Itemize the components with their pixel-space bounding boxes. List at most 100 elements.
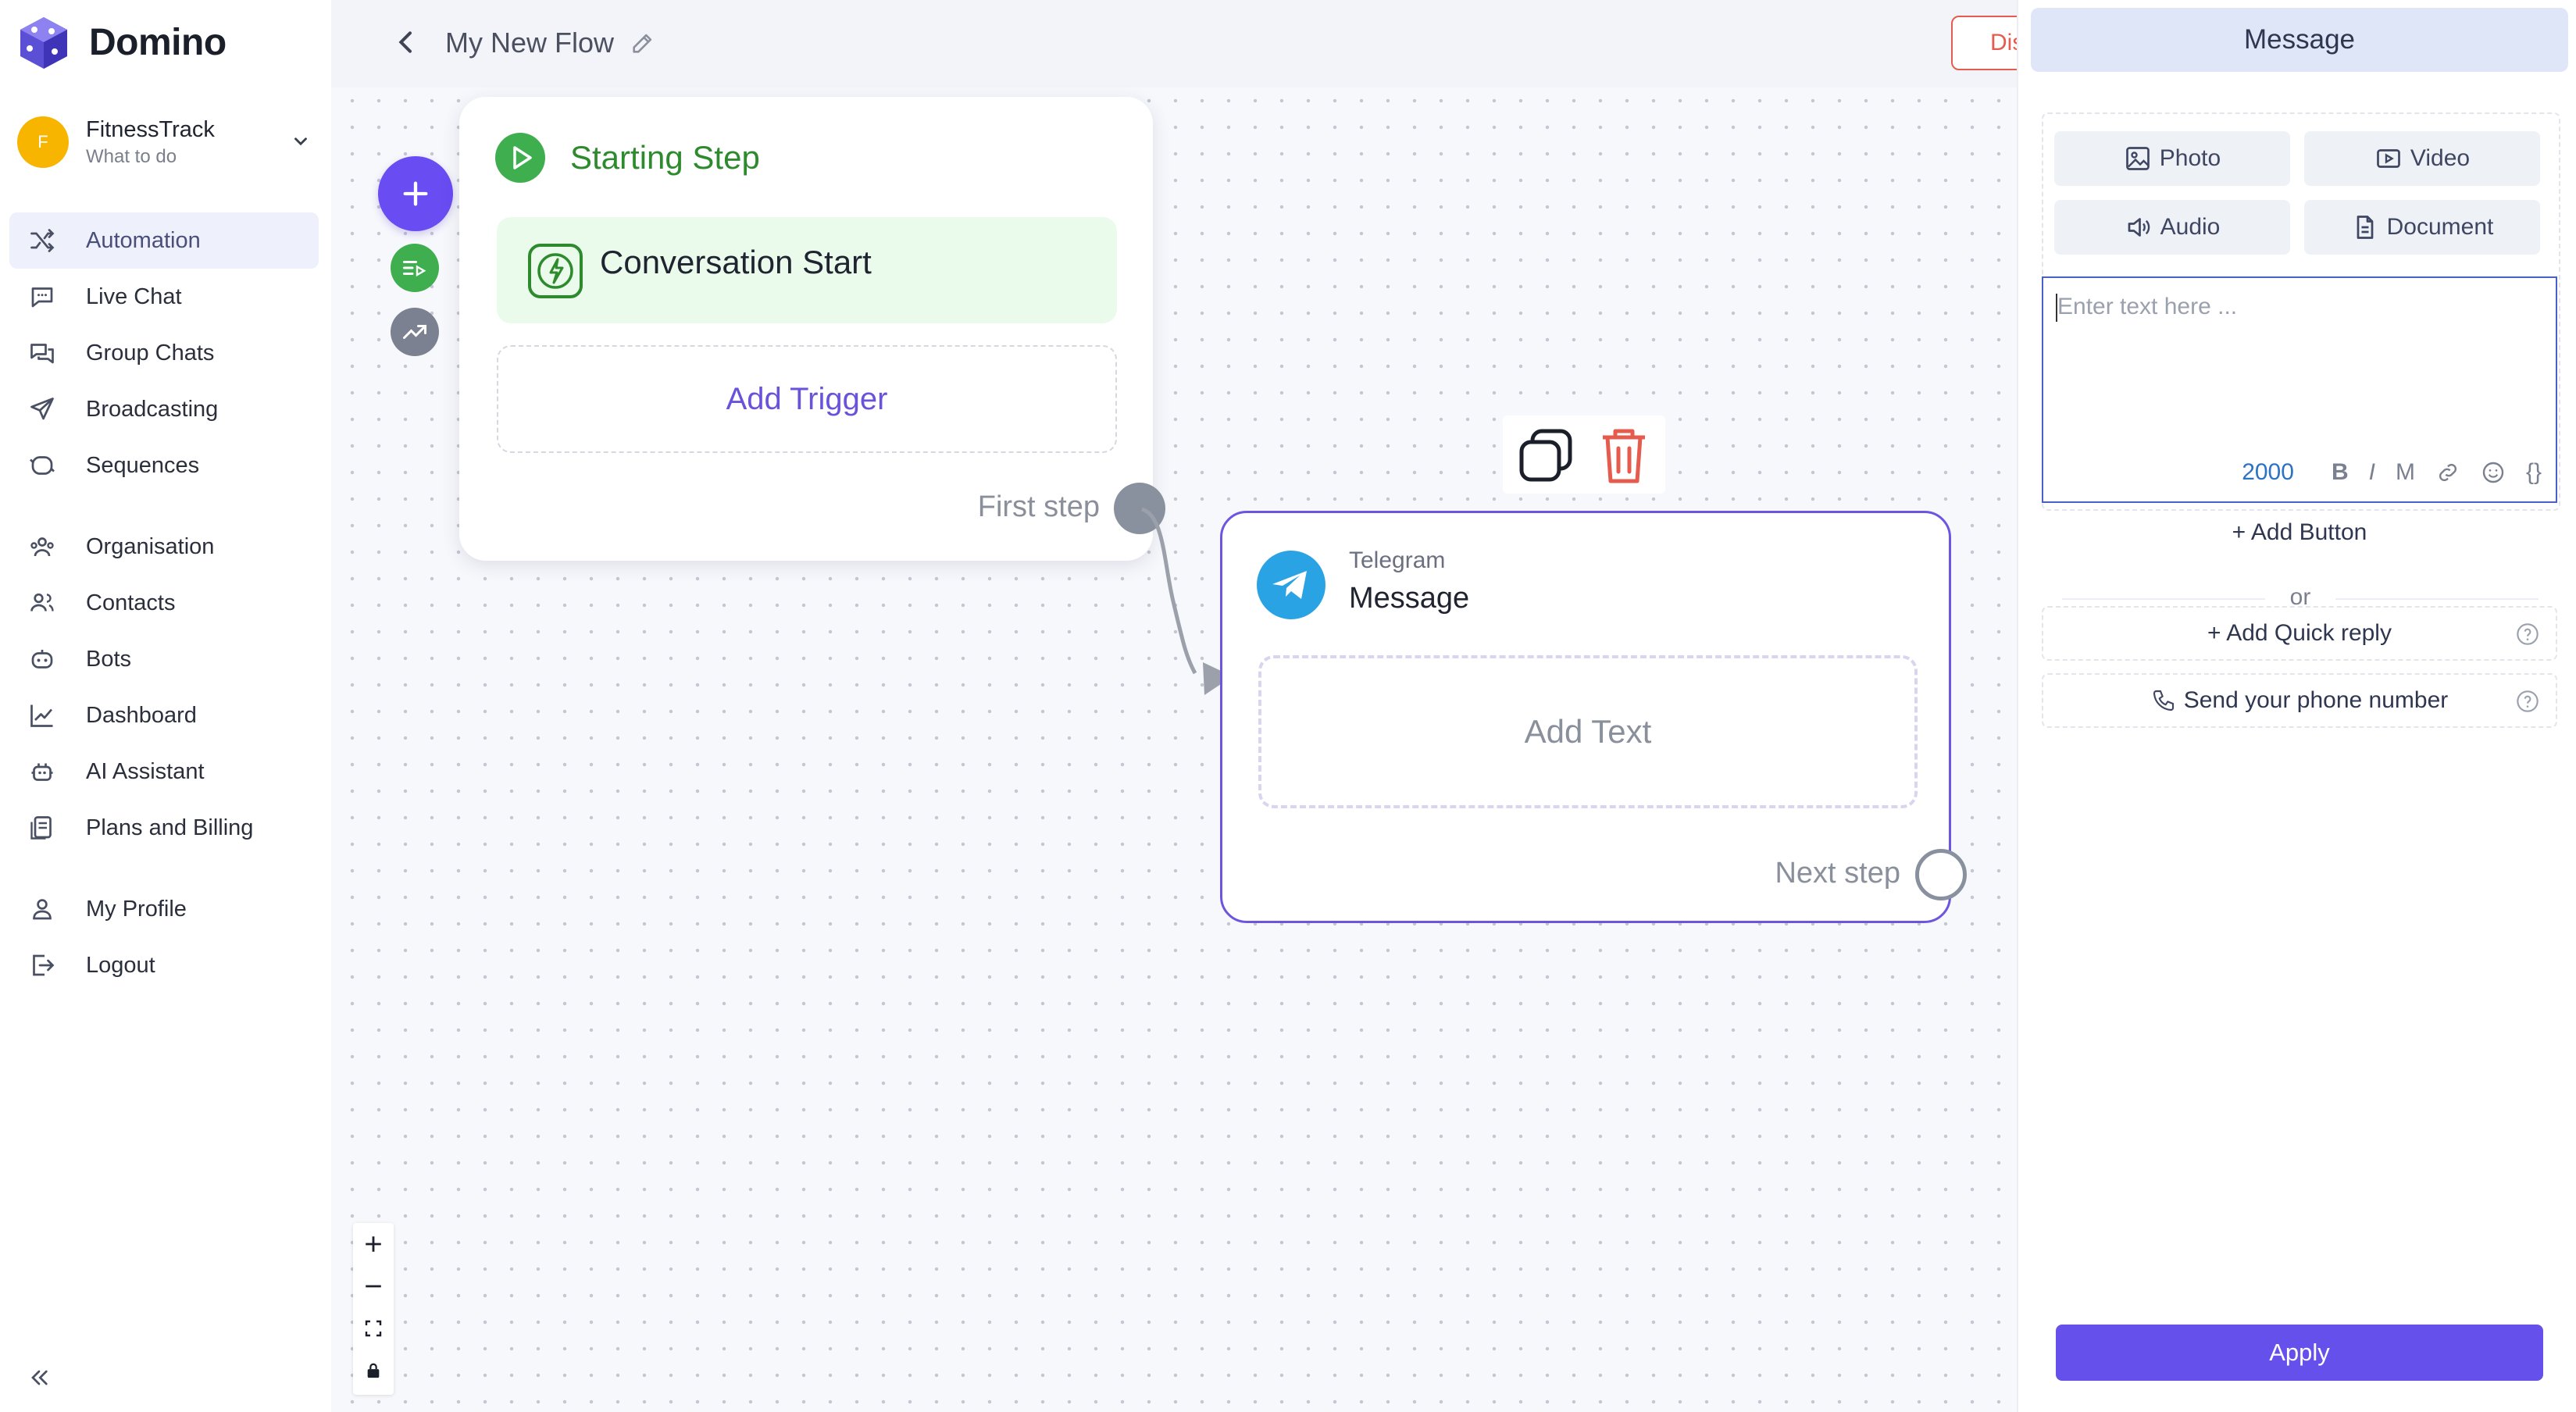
sidebar-item-organisation[interactable]: Organisation: [9, 519, 319, 575]
domino-logo-icon: [20, 17, 67, 69]
fit-view-button[interactable]: [353, 1307, 394, 1350]
sidebar-item-live-chat[interactable]: Live Chat: [9, 269, 319, 325]
photo-label: Photo: [2159, 145, 2221, 171]
sidebar-item-contacts[interactable]: Contacts: [9, 575, 319, 631]
bold-button[interactable]: B: [2331, 459, 2349, 485]
emoji-button[interactable]: [2481, 460, 2506, 485]
flow-topbar: My New Flow Discard: [331, 0, 2045, 87]
sidebar-item-label: Plans and Billing: [86, 815, 254, 840]
flow-list-button[interactable]: [391, 244, 439, 292]
node-title: Message: [1349, 582, 1470, 615]
lock-button[interactable]: [353, 1350, 394, 1392]
sidebar-item-broadcasting[interactable]: Broadcasting: [9, 381, 319, 437]
sidebar-item-bots[interactable]: Bots: [9, 631, 319, 687]
collapse-sidebar-icon[interactable]: [27, 1365, 52, 1390]
trigger-item[interactable]: Conversation Start: [497, 217, 1117, 323]
send-icon: [30, 398, 54, 420]
zoom-in-button[interactable]: [353, 1223, 394, 1265]
add-quick-reply-button[interactable]: + Add Quick reply: [2042, 606, 2557, 661]
sidebar-item-label: Dashboard: [86, 702, 197, 728]
plus-icon: [366, 1236, 381, 1252]
sequence-icon: [30, 456, 55, 475]
analytics-button[interactable]: [391, 308, 439, 356]
add-button-link[interactable]: + Add Button: [2232, 519, 2367, 545]
sidebar-item-label: Automation: [86, 227, 201, 253]
ai-icon: [31, 763, 53, 781]
chevron-down-icon[interactable]: [291, 131, 311, 152]
video-label: Video: [2410, 145, 2471, 171]
first-step-label: First step: [977, 490, 1100, 523]
sidebar-item-automation[interactable]: Automation: [9, 212, 319, 269]
sidebar-item-dashboard[interactable]: Dashboard: [9, 687, 319, 743]
sidebar-item-group-chats[interactable]: Group Chats: [9, 325, 319, 381]
link-icon: [2439, 463, 2456, 482]
or-text: or: [2289, 584, 2311, 610]
lightning-icon: [528, 244, 583, 298]
starting-step-node[interactable]: Starting Step Conversation Start Add Tri…: [459, 97, 1153, 561]
add-text-button[interactable]: Add Text: [1258, 655, 1918, 808]
app-name: Domino: [89, 21, 227, 63]
send-phone-button[interactable]: Send your phone number: [2042, 673, 2557, 728]
node-title: Starting Step: [570, 139, 760, 176]
sidebar-item-label: Broadcasting: [86, 396, 219, 422]
image-icon: [2125, 147, 2150, 170]
phone-icon: [2153, 690, 2174, 711]
sidebar-item-plans-billing[interactable]: Plans and Billing: [9, 800, 319, 856]
back-arrow-icon[interactable]: [391, 27, 422, 58]
flow-canvas[interactable]: My New Flow Discard Starting Step C: [331, 0, 2045, 1412]
pencil-icon[interactable]: [630, 30, 656, 56]
zoom-out-button[interactable]: [353, 1265, 394, 1307]
add-step-button[interactable]: [378, 156, 453, 231]
trash-icon[interactable]: [1595, 425, 1653, 486]
next-step-handle[interactable]: [1915, 849, 1967, 900]
org-avatar: F: [17, 116, 69, 168]
trend-up-icon: [403, 325, 426, 339]
sidebar-item-label: Logout: [86, 952, 155, 978]
billing-icon: [30, 816, 52, 840]
link-button[interactable]: [2435, 460, 2460, 485]
flow-title[interactable]: My New Flow: [445, 27, 615, 59]
add-audio-button[interactable]: Audio: [2054, 200, 2290, 255]
video-icon: [2377, 149, 2400, 168]
chat-icon: [31, 287, 53, 308]
sidebar-item-my-profile[interactable]: My Profile: [9, 881, 319, 937]
sidebar-item-label: Bots: [86, 646, 132, 672]
sidebar-item-ai-assistant[interactable]: AI Assistant: [9, 743, 319, 800]
sidebar-item-label: My Profile: [86, 896, 187, 922]
apply-button[interactable]: Apply: [2056, 1325, 2543, 1381]
sidebar-item-label: AI Assistant: [86, 758, 205, 784]
sidebar-item-sequences[interactable]: Sequences: [9, 437, 319, 494]
add-photo-button[interactable]: Photo: [2054, 131, 2290, 186]
node-platform: Telegram: [1349, 547, 1446, 573]
add-video-button[interactable]: Video: [2304, 131, 2540, 186]
node-toolbar: [1503, 415, 1665, 494]
audio-label: Audio: [2160, 214, 2221, 240]
message-editor-panel: Message Photo Video Audio Document Enter…: [2017, 0, 2576, 1412]
italic-button[interactable]: I: [2368, 459, 2375, 485]
minus-icon: [366, 1285, 381, 1288]
sidebar-item-logout[interactable]: Logout: [9, 937, 319, 993]
trigger-label: Conversation Start: [600, 244, 872, 280]
add-document-button[interactable]: Document: [2304, 200, 2540, 255]
monospace-button[interactable]: M: [2395, 459, 2415, 485]
message-text-input[interactable]: Enter text here ... 2000 B I M {}: [2042, 276, 2557, 503]
copy-icon[interactable]: [1517, 426, 1575, 484]
sidebar: Domino F FitnessTrack What to do Automat…: [0, 0, 331, 1412]
shuffle-icon: [30, 229, 55, 252]
play-list-icon: [403, 261, 426, 277]
help-icon[interactable]: [2515, 622, 2540, 647]
sidebar-item-label: Live Chat: [86, 283, 182, 309]
document-icon: [2357, 216, 2373, 239]
variables-button[interactable]: {}: [2525, 459, 2542, 485]
message-node[interactable]: Telegram Message Add Text Next step: [1220, 511, 1951, 923]
org-switcher[interactable]: F FitnessTrack What to do: [17, 109, 319, 175]
connection-edge: [1141, 507, 1233, 695]
help-icon[interactable]: [2515, 689, 2540, 714]
logout-icon: [33, 954, 55, 976]
add-trigger-button[interactable]: Add Trigger: [497, 345, 1117, 453]
contacts-icon: [30, 593, 54, 612]
smile-icon: [2482, 462, 2504, 483]
sidebar-item-label: Contacts: [86, 590, 176, 615]
logo[interactable]: Domino: [16, 14, 227, 70]
next-step-label: Next step: [1775, 857, 1900, 890]
